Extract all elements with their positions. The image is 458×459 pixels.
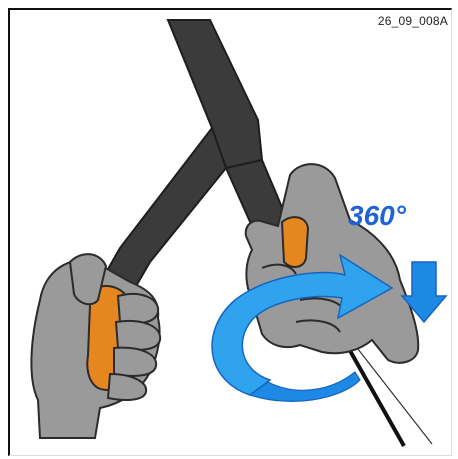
rotation-angle-label: 360° xyxy=(348,200,407,231)
left-gloved-hand-icon xyxy=(31,254,160,438)
